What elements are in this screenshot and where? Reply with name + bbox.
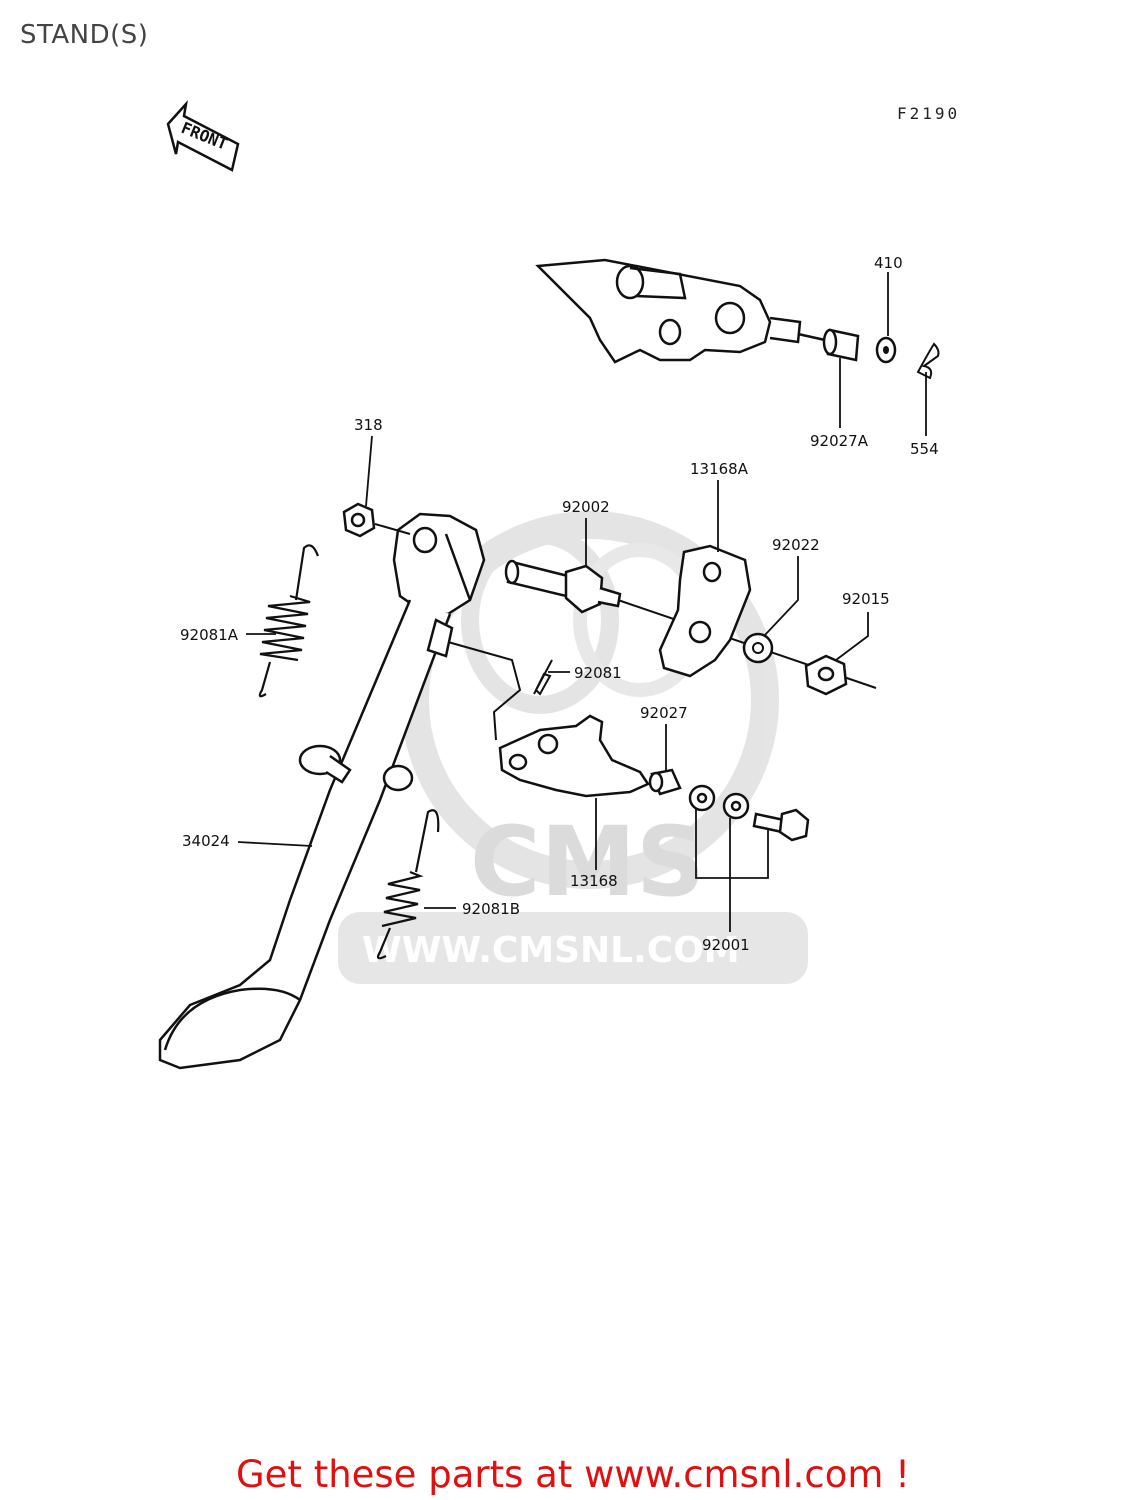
label-34024: 34024 — [182, 832, 230, 850]
watermark-logo: CMS WWW.CMSNL.COM — [338, 511, 808, 984]
bush-92027A — [822, 328, 860, 362]
label-92015: 92015 — [842, 590, 890, 608]
label-410: 410 — [874, 254, 903, 272]
front-arrow-icon: FRONT — [166, 99, 240, 172]
bolt-92002 — [504, 559, 622, 614]
label-92022: 92022 — [772, 536, 820, 554]
label-92027A: 92027A — [810, 432, 869, 450]
figure-code: F2190 — [897, 104, 961, 123]
switch-arm-13168 — [498, 714, 650, 798]
label-92002: 92002 — [562, 498, 610, 516]
label-554: 554 — [910, 440, 939, 458]
nut-92015 — [804, 654, 848, 696]
watermark-logo-text: CMS — [470, 806, 705, 918]
nut-318 — [342, 502, 376, 538]
part-labels: 318 410 554 92027A 92002 13168A 92022 92… — [180, 254, 939, 954]
watermark-url: WWW.CMSNL.COM — [362, 930, 740, 971]
leader-lines — [237, 272, 927, 932]
collar-92027 — [648, 768, 682, 796]
spring-92081B — [376, 809, 440, 960]
washers-92001 — [688, 784, 750, 820]
footer-link[interactable]: Get these parts at www.cmsnl.com ! — [235, 1453, 910, 1496]
label-92081B: 92081B — [462, 900, 520, 918]
label-13168: 13168 — [570, 872, 618, 890]
label-92001: 92001 — [702, 936, 750, 954]
side-stand-34024 — [158, 512, 486, 1070]
label-318: 318 — [354, 416, 383, 434]
label-92081: 92081 — [574, 664, 622, 682]
label-92081A: 92081A — [180, 626, 239, 644]
spring-92081A — [258, 544, 320, 698]
footer-promo[interactable]: Get these parts at www.cmsnl.com ! — [0, 1453, 1146, 1496]
label-92027: 92027 — [640, 704, 688, 722]
page-title: STAND(S) — [20, 20, 149, 50]
spring-92081 — [533, 659, 553, 696]
frame-bracket — [535, 258, 826, 364]
bolt-92001 — [752, 808, 810, 842]
label-13168A: 13168A — [690, 460, 749, 478]
plate-13168A — [658, 544, 752, 678]
clip-554 — [916, 342, 940, 380]
